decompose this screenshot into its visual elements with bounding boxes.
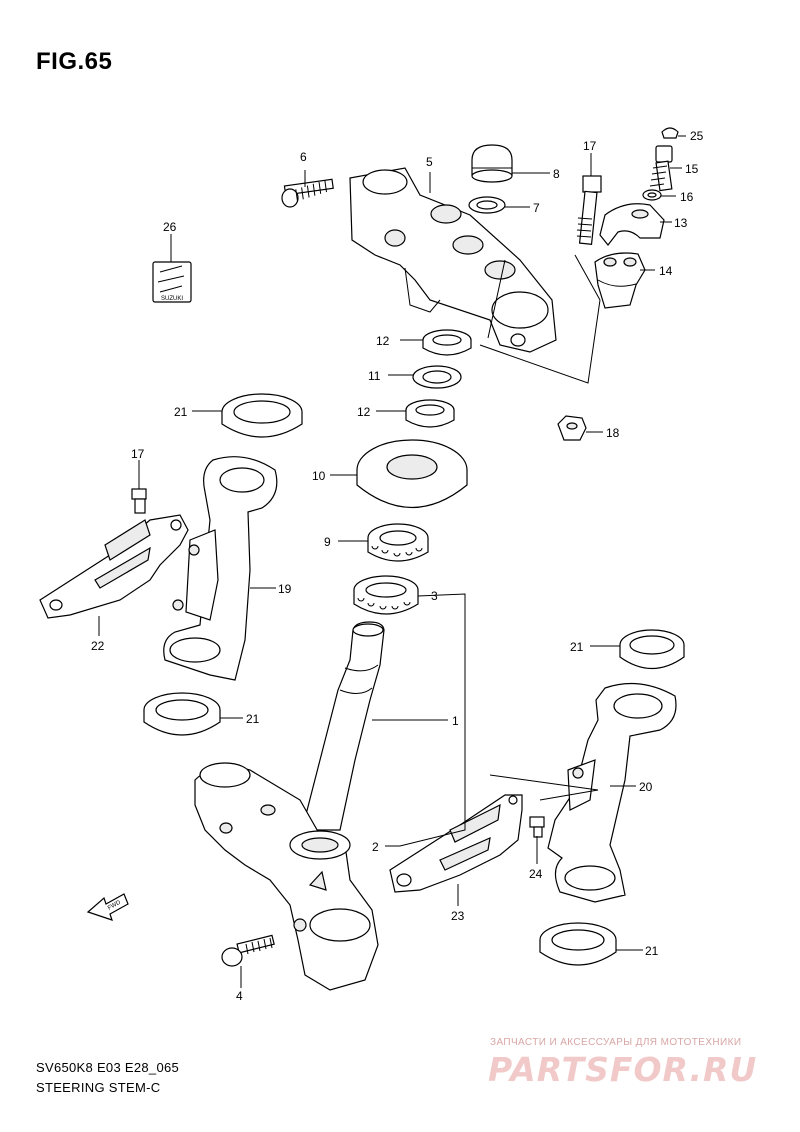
watermark-logo: PARTSFOR.RU — [488, 1050, 758, 1089]
part-25-cap — [661, 127, 679, 139]
part-14-holder — [594, 252, 646, 309]
callout-21-lower-right: 21 — [645, 944, 659, 958]
part-10-dust-seal — [356, 439, 468, 509]
callout-18: 18 — [606, 426, 620, 440]
part-5-upper-bracket — [349, 167, 557, 353]
callout-14: 14 — [659, 264, 673, 278]
part-20-right-guard — [547, 682, 677, 903]
callout-2: 2 — [372, 840, 379, 854]
part-9-bearing — [367, 523, 429, 562]
part-8-cap-nut — [471, 144, 513, 183]
callout-12-lower: 12 — [357, 405, 371, 419]
part-26-emblem: SUZUKI — [152, 261, 192, 303]
figure-code: SV650K8 E03 E28_065 — [36, 1060, 180, 1075]
callout-26: 26 — [163, 220, 177, 234]
emblem-label: SUZUKI — [161, 296, 183, 302]
part-21-boot-upper-left — [221, 393, 303, 438]
callout-labels: 6 5 8 7 17 25 15 16 13 14 26 12 11 12 18… — [91, 129, 704, 1003]
callout-17-lower: 17 — [131, 447, 145, 461]
part-24-bolt — [529, 816, 545, 838]
callout-12-upper: 12 — [376, 334, 390, 348]
callout-15: 15 — [685, 162, 699, 176]
part-7-washer — [468, 196, 506, 214]
callout-3: 3 — [431, 589, 438, 603]
part-12-lower-locknut — [405, 399, 455, 428]
callout-6: 6 — [300, 150, 307, 164]
figure-caption: STEERING STEM-C — [36, 1080, 161, 1095]
part-21-boot-lower-right — [539, 922, 617, 966]
callout-19: 19 — [278, 582, 292, 596]
callout-21-lower-left: 21 — [246, 712, 260, 726]
callout-8: 8 — [553, 167, 560, 181]
callout-23: 23 — [451, 909, 465, 923]
part-15-bolt — [649, 145, 673, 192]
callout-9: 9 — [324, 535, 331, 549]
callout-11: 11 — [368, 369, 381, 383]
callout-5: 5 — [426, 155, 433, 169]
callout-10: 10 — [312, 469, 326, 483]
part-19-left-guard — [163, 456, 278, 681]
callout-1: 1 — [452, 714, 459, 728]
part-22-left-bracket — [39, 514, 189, 619]
part-3-bearing — [353, 575, 419, 615]
part-6-bolt — [281, 178, 334, 208]
leader-lines — [98, 135, 686, 988]
part-21-boot-lower-left — [143, 692, 221, 736]
watermark-tagline: ЗАПЧАСТИ И АКСЕССУАРЫ ДЛЯ МОТОТЕХНИКИ — [490, 1037, 742, 1048]
callout-20: 20 — [639, 780, 653, 794]
part-11-washer — [412, 365, 462, 389]
part-23-right-bracket — [389, 794, 523, 893]
part-12-upper-locknut — [422, 329, 472, 356]
part-18-nut — [557, 415, 587, 441]
part-17-lower-bolt — [131, 488, 147, 514]
fwd-arrow-icon: FWD — [86, 893, 129, 921]
callout-16: 16 — [680, 190, 694, 204]
callout-21-upper-right: 21 — [570, 640, 584, 654]
part-1-steering-stem — [194, 621, 385, 991]
part-17-upper-bolt — [576, 175, 602, 246]
callout-4: 4 — [236, 989, 243, 1003]
figure-title: FIG.65 — [36, 48, 113, 75]
part-4-bolt — [221, 934, 275, 967]
part-21-boot-upper-right — [619, 629, 685, 669]
callout-25: 25 — [690, 129, 704, 143]
callout-22: 22 — [91, 639, 105, 653]
callout-13: 13 — [674, 216, 688, 230]
callout-24: 24 — [529, 867, 543, 881]
part-13-clamp — [599, 203, 665, 246]
part-16-washer — [642, 189, 662, 201]
callout-7: 7 — [533, 201, 540, 215]
callout-17-upper: 17 — [583, 139, 597, 153]
callout-21-upper-left: 21 — [174, 405, 188, 419]
